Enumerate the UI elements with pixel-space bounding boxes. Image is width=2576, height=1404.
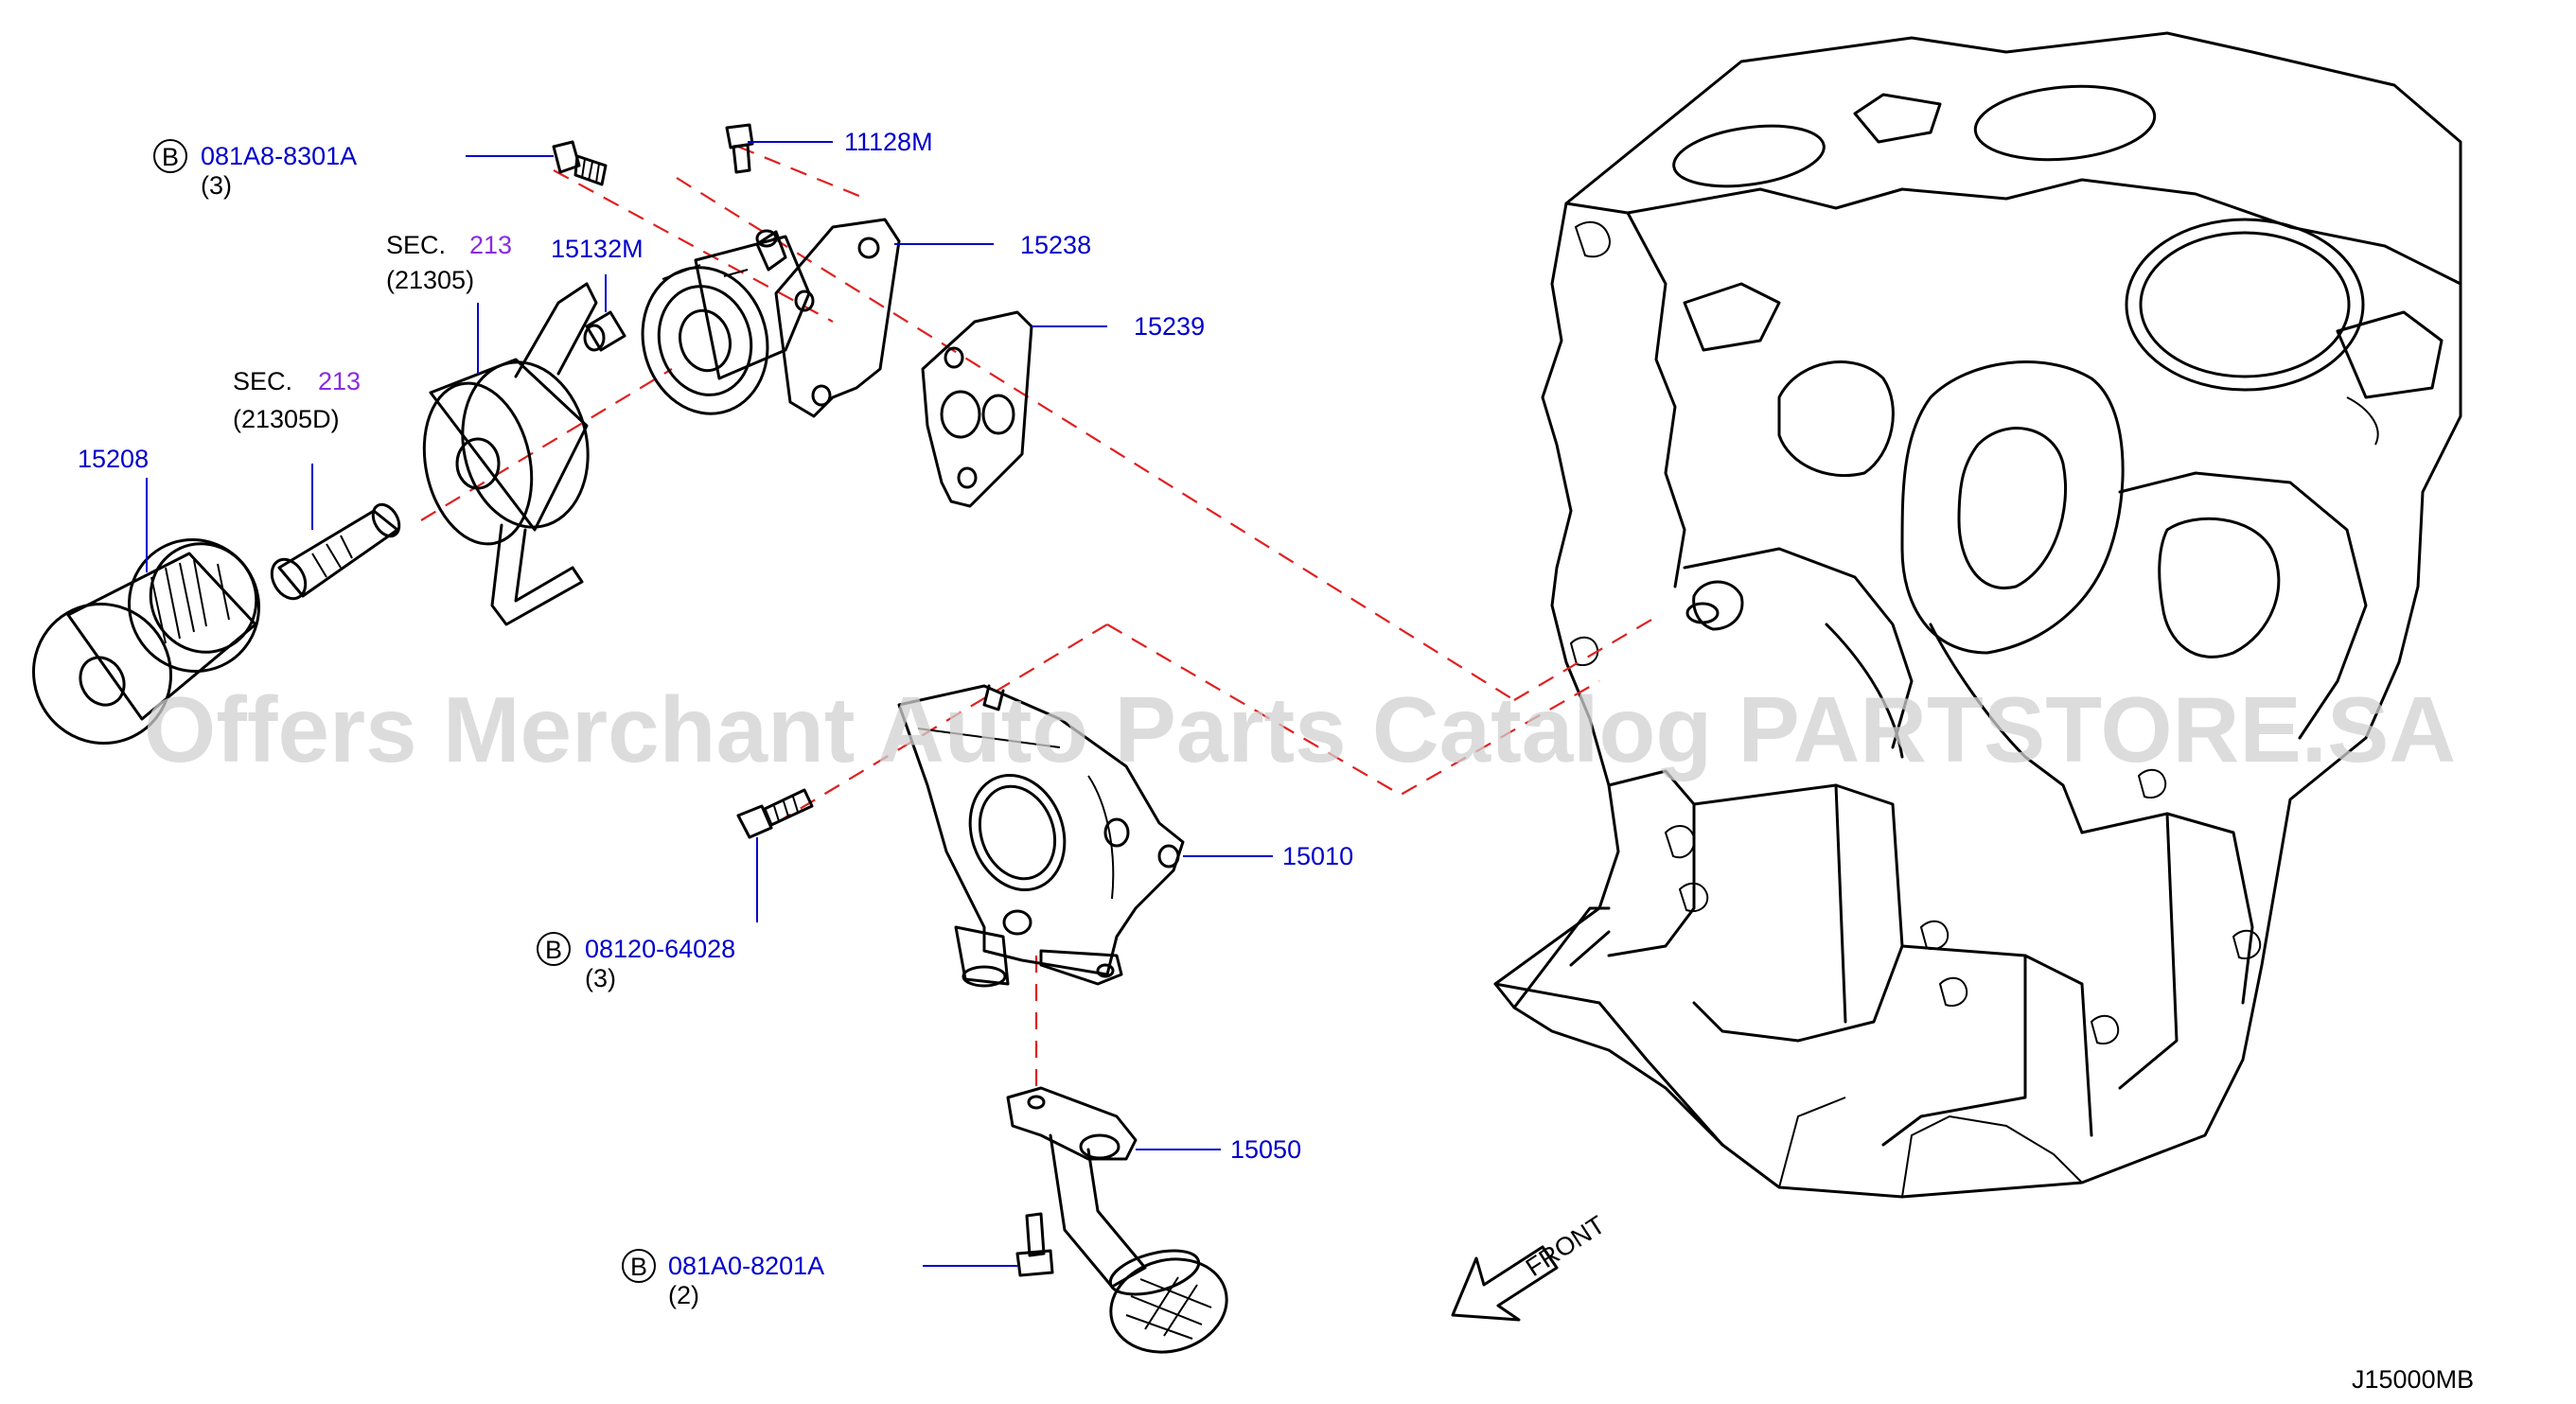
oil-strainer-drawing [1006, 1086, 1228, 1354]
part-number-15050[interactable]: 15050 [1230, 1135, 1301, 1164]
badge-b-letter: B [162, 143, 179, 171]
badge-b-circle [153, 139, 187, 173]
oil-pump-drawing [897, 684, 1185, 988]
bolt-lower-drawing [1015, 1212, 1054, 1277]
diagram-code: J15000MB [2352, 1365, 2474, 1394]
engine-block-drawing [1493, 31, 2462, 1199]
part-number-15010[interactable]: 15010 [1282, 842, 1353, 870]
watermark-text: Offers Merchant Auto Parts Catalog PARTS… [144, 677, 2456, 781]
badge-b-circle [537, 932, 571, 966]
callout-section-21305[interactable]: SEC. 213 (21305) [386, 231, 512, 294]
section-prefix: SEC. [386, 231, 446, 259]
section-number-213[interactable]: 213 [469, 231, 512, 259]
alignment-dashed-lines [420, 145, 1652, 1093]
gasket-drawing [921, 310, 1033, 508]
quantity-label: (3) [201, 171, 232, 200]
section-sub-ref: (21305) [386, 266, 474, 294]
section-prefix: SEC. [233, 367, 292, 395]
part-number-15132m[interactable]: 15132M [551, 235, 644, 263]
section-number-213[interactable]: 213 [318, 367, 361, 395]
callout-bolt-08120[interactable]: B 08120-64028 (3) [537, 932, 735, 992]
callout-bolt-081a8[interactable]: B 081A8-8301A (3) [153, 139, 357, 200]
part-number-081a0-8201a[interactable]: 081A0-8201A [668, 1252, 824, 1280]
part-number-15239[interactable]: 15239 [1134, 312, 1205, 341]
part-number-08120-64028[interactable]: 08120-64028 [585, 935, 735, 963]
front-direction-arrow [1451, 1245, 1559, 1322]
section-sub-ref: (21305D) [233, 405, 340, 433]
badge-b-circle [622, 1249, 656, 1283]
filter-bracket-drawing [641, 218, 901, 418]
front-label: FRONT [1521, 1210, 1610, 1282]
dowel-pin-drawing [583, 310, 626, 352]
badge-b-letter: B [630, 1253, 647, 1281]
badge-b-letter: B [545, 936, 562, 964]
bolt-upper-drawing [552, 140, 608, 186]
part-number-11128m[interactable]: 11128M [844, 128, 933, 156]
callout-bolt-081a0[interactable]: B 081A0-8201A (2) [622, 1249, 824, 1309]
oil-cooler-drawing [422, 282, 598, 626]
quantity-label: (2) [668, 1281, 699, 1309]
part-number-081a8-8301a[interactable]: 081A8-8301A [201, 142, 357, 170]
bolt-middle-drawing [736, 788, 814, 839]
bolt-top-drawing [725, 123, 754, 174]
part-number-15238[interactable]: 15238 [1020, 231, 1091, 259]
part-number-15208[interactable]: 15208 [78, 445, 149, 473]
connector-fitting-drawing [270, 502, 401, 601]
oil-filter-drawing [31, 537, 261, 746]
callout-section-21305d[interactable]: SEC. 213 (21305D) [233, 367, 361, 433]
leader-lines [146, 141, 1273, 1267]
quantity-label: (3) [585, 964, 616, 992]
